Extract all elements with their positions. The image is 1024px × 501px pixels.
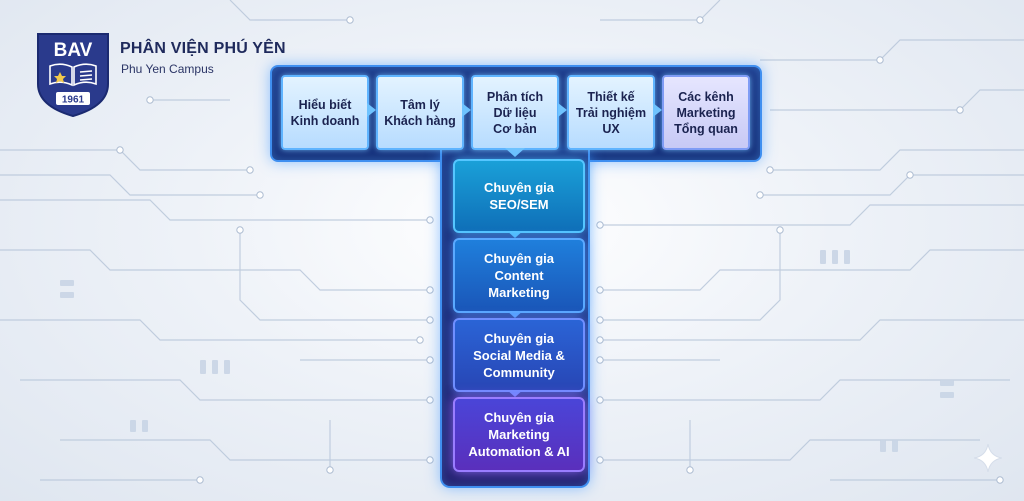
deep-skill-seo-sem: Chuyên gia SEO/SEM	[453, 159, 585, 233]
logo-year: 1961	[62, 95, 85, 106]
deep-skill-marketing-automation: Chuyên gia Marketing Automation & AI	[453, 397, 585, 472]
deep-skill-content-marketing: Chuyên gia Content Marketing	[453, 238, 585, 313]
top-skill-marketing-channels: Các kênh Marketing Tổng quan	[662, 75, 750, 150]
down-arrow-icon	[505, 309, 525, 318]
connector-arrow-icon	[653, 103, 662, 117]
deep-skill-social-media: Chuyên gia Social Media & Community	[453, 318, 585, 392]
bav-logo: BAV 1961	[37, 33, 109, 118]
top-skill-customer-psychology: Tâm lý Khách hàng	[376, 75, 464, 150]
sparkle-icon	[974, 444, 1002, 472]
top-skill-data-analysis: Phân tích Dữ liệu Cơ bản	[471, 75, 559, 150]
down-arrow-icon	[505, 388, 525, 397]
top-skill-business: Hiểu biết Kinh doanh	[281, 75, 369, 150]
campus-title: PHÂN VIỆN PHÚ YÊN	[120, 40, 286, 57]
down-arrow-icon	[505, 148, 525, 157]
campus-subtitle: Phu Yen Campus	[121, 62, 214, 76]
top-skill-ux-design: Thiết kế Trải nghiệm UX	[567, 75, 655, 150]
connector-arrow-icon	[367, 103, 376, 117]
connector-arrow-icon	[462, 103, 471, 117]
down-arrow-icon	[505, 229, 525, 238]
star-icon	[54, 72, 66, 83]
logo-text: BAV	[54, 40, 93, 61]
connector-arrow-icon	[558, 103, 567, 117]
open-book-icon	[49, 63, 97, 87]
